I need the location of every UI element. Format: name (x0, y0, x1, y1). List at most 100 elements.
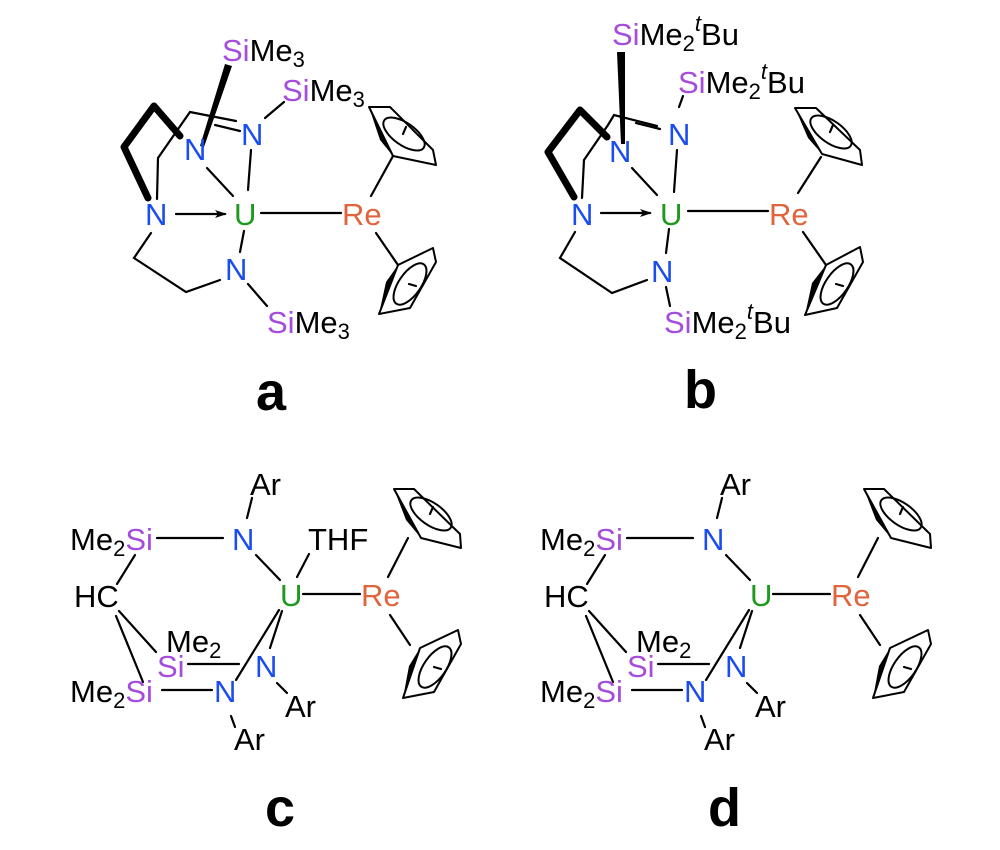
nitrogen-label: N (241, 117, 263, 152)
re-cp-bond (858, 613, 882, 647)
re-cp-bond (388, 613, 412, 647)
atom-label: SiMe3 (222, 33, 305, 72)
bond (295, 552, 311, 579)
atom-label: SiMe2tBu (678, 59, 805, 104)
bold-ethylene-bridge (120, 102, 184, 202)
bond (587, 609, 628, 654)
re-cp-bond (374, 231, 400, 267)
nitrogen-label: N (571, 197, 593, 232)
bond (115, 553, 137, 586)
cyclopentadienyl-ring-icon (794, 107, 863, 166)
uranium-label: U (660, 197, 682, 232)
bond (738, 609, 754, 650)
uranium-label: U (234, 197, 256, 232)
bond (715, 496, 724, 520)
bond (745, 681, 759, 695)
panel-label: c (265, 778, 295, 838)
bond (114, 614, 145, 684)
bond (275, 681, 289, 695)
aryl-label: Ar (755, 689, 786, 724)
aryl-label: Ar (285, 689, 316, 724)
nitrogen-label: N (214, 674, 236, 709)
cyclopentadienyl-ring-icon (368, 106, 437, 166)
nitrogen-label: N (651, 254, 673, 289)
bond (254, 553, 282, 582)
bond (634, 121, 662, 131)
cyclopentadienyl-ring-icon (863, 488, 932, 549)
cyclopentadienyl-ring-icon (872, 629, 932, 699)
nitrogen-label: N (232, 522, 254, 557)
structure-a: SiMe3 SiMe3 SiMe3 N N N N U Re a (120, 33, 437, 422)
nitrogen-label: N (668, 117, 690, 152)
bond (704, 608, 751, 682)
aryl-label: Ar (250, 467, 281, 502)
bond (229, 714, 237, 729)
nitrogen-label: N (184, 132, 206, 167)
aryl-label: Ar (234, 722, 265, 757)
bond (234, 608, 281, 682)
bond (672, 148, 679, 194)
bond (205, 166, 235, 198)
bond (263, 100, 286, 120)
bold-ethylene-bridge (544, 106, 611, 201)
back-ethylene-bridge (155, 110, 238, 201)
bond (677, 94, 685, 109)
bond (245, 496, 254, 520)
re-cp-bond (801, 230, 828, 267)
cyclopentadienyl-ring-icon (402, 629, 462, 699)
lower-ethylene-bridge (558, 230, 649, 295)
silicon-label: Si (157, 649, 185, 684)
re-cp-bond (369, 154, 395, 198)
uranium-label: U (750, 578, 772, 613)
atom-label: Me2 (166, 624, 221, 663)
bond (585, 553, 607, 586)
cyclopentadienyl-ring-icon (378, 247, 437, 315)
nitrogen-label: N (702, 522, 724, 557)
bond (664, 227, 671, 255)
thf-label: THF (308, 522, 368, 557)
aryl-label: Ar (704, 722, 735, 757)
bond (246, 282, 269, 308)
bond (584, 614, 615, 684)
silicon-label: Si (627, 649, 655, 684)
methine-label: HC (74, 579, 119, 614)
bond (630, 166, 659, 197)
re-cp-bond (856, 536, 880, 579)
rhenium-label: Re (342, 197, 382, 232)
nitrogen-label: N (145, 197, 167, 232)
back-ethylene-bridge (580, 113, 659, 200)
aryl-label: Ar (720, 467, 751, 502)
atom-label: Me2Si (540, 522, 623, 561)
uranium-label: U (280, 578, 302, 613)
atom-label: SiMe2tBu (664, 299, 791, 344)
bond (724, 553, 752, 582)
atom-label: Me2Si (70, 674, 153, 713)
atom-label: Me2 (636, 624, 691, 663)
rhenium-label: Re (831, 578, 871, 613)
bond (699, 714, 707, 729)
cyclopentadienyl-ring-icon (804, 246, 864, 316)
atom-label: Me2Si (70, 522, 153, 561)
nitrogen-label: N (225, 252, 247, 287)
atom-label: SiMe3 (282, 73, 365, 112)
bond (246, 148, 253, 192)
wedge-bond (617, 52, 625, 144)
nitrogen-label: N (255, 649, 277, 684)
re-cp-bond (796, 155, 823, 195)
structure-d: Ar Me2Si N HC U Re Me2 Si N Me2Si N Ar A… (540, 467, 932, 838)
atom-label: SiMe2tBu (612, 11, 739, 56)
bond (664, 285, 672, 308)
rhenium-label: Re (361, 578, 401, 613)
structure-c: Ar Me2Si N THF HC U Re Me2 Si N Me2Si N … (70, 467, 462, 838)
atom-label: Me2Si (540, 674, 623, 713)
bond (238, 229, 246, 254)
cyclopentadienyl-ring-icon (393, 488, 462, 549)
nitrogen-label: N (609, 134, 631, 169)
bond (213, 123, 242, 133)
nitrogen-label: N (725, 649, 747, 684)
nitrogen-label: N (684, 674, 706, 709)
atom-label: SiMe3 (267, 305, 350, 344)
panel-label: d (708, 778, 741, 838)
bond (117, 609, 158, 654)
